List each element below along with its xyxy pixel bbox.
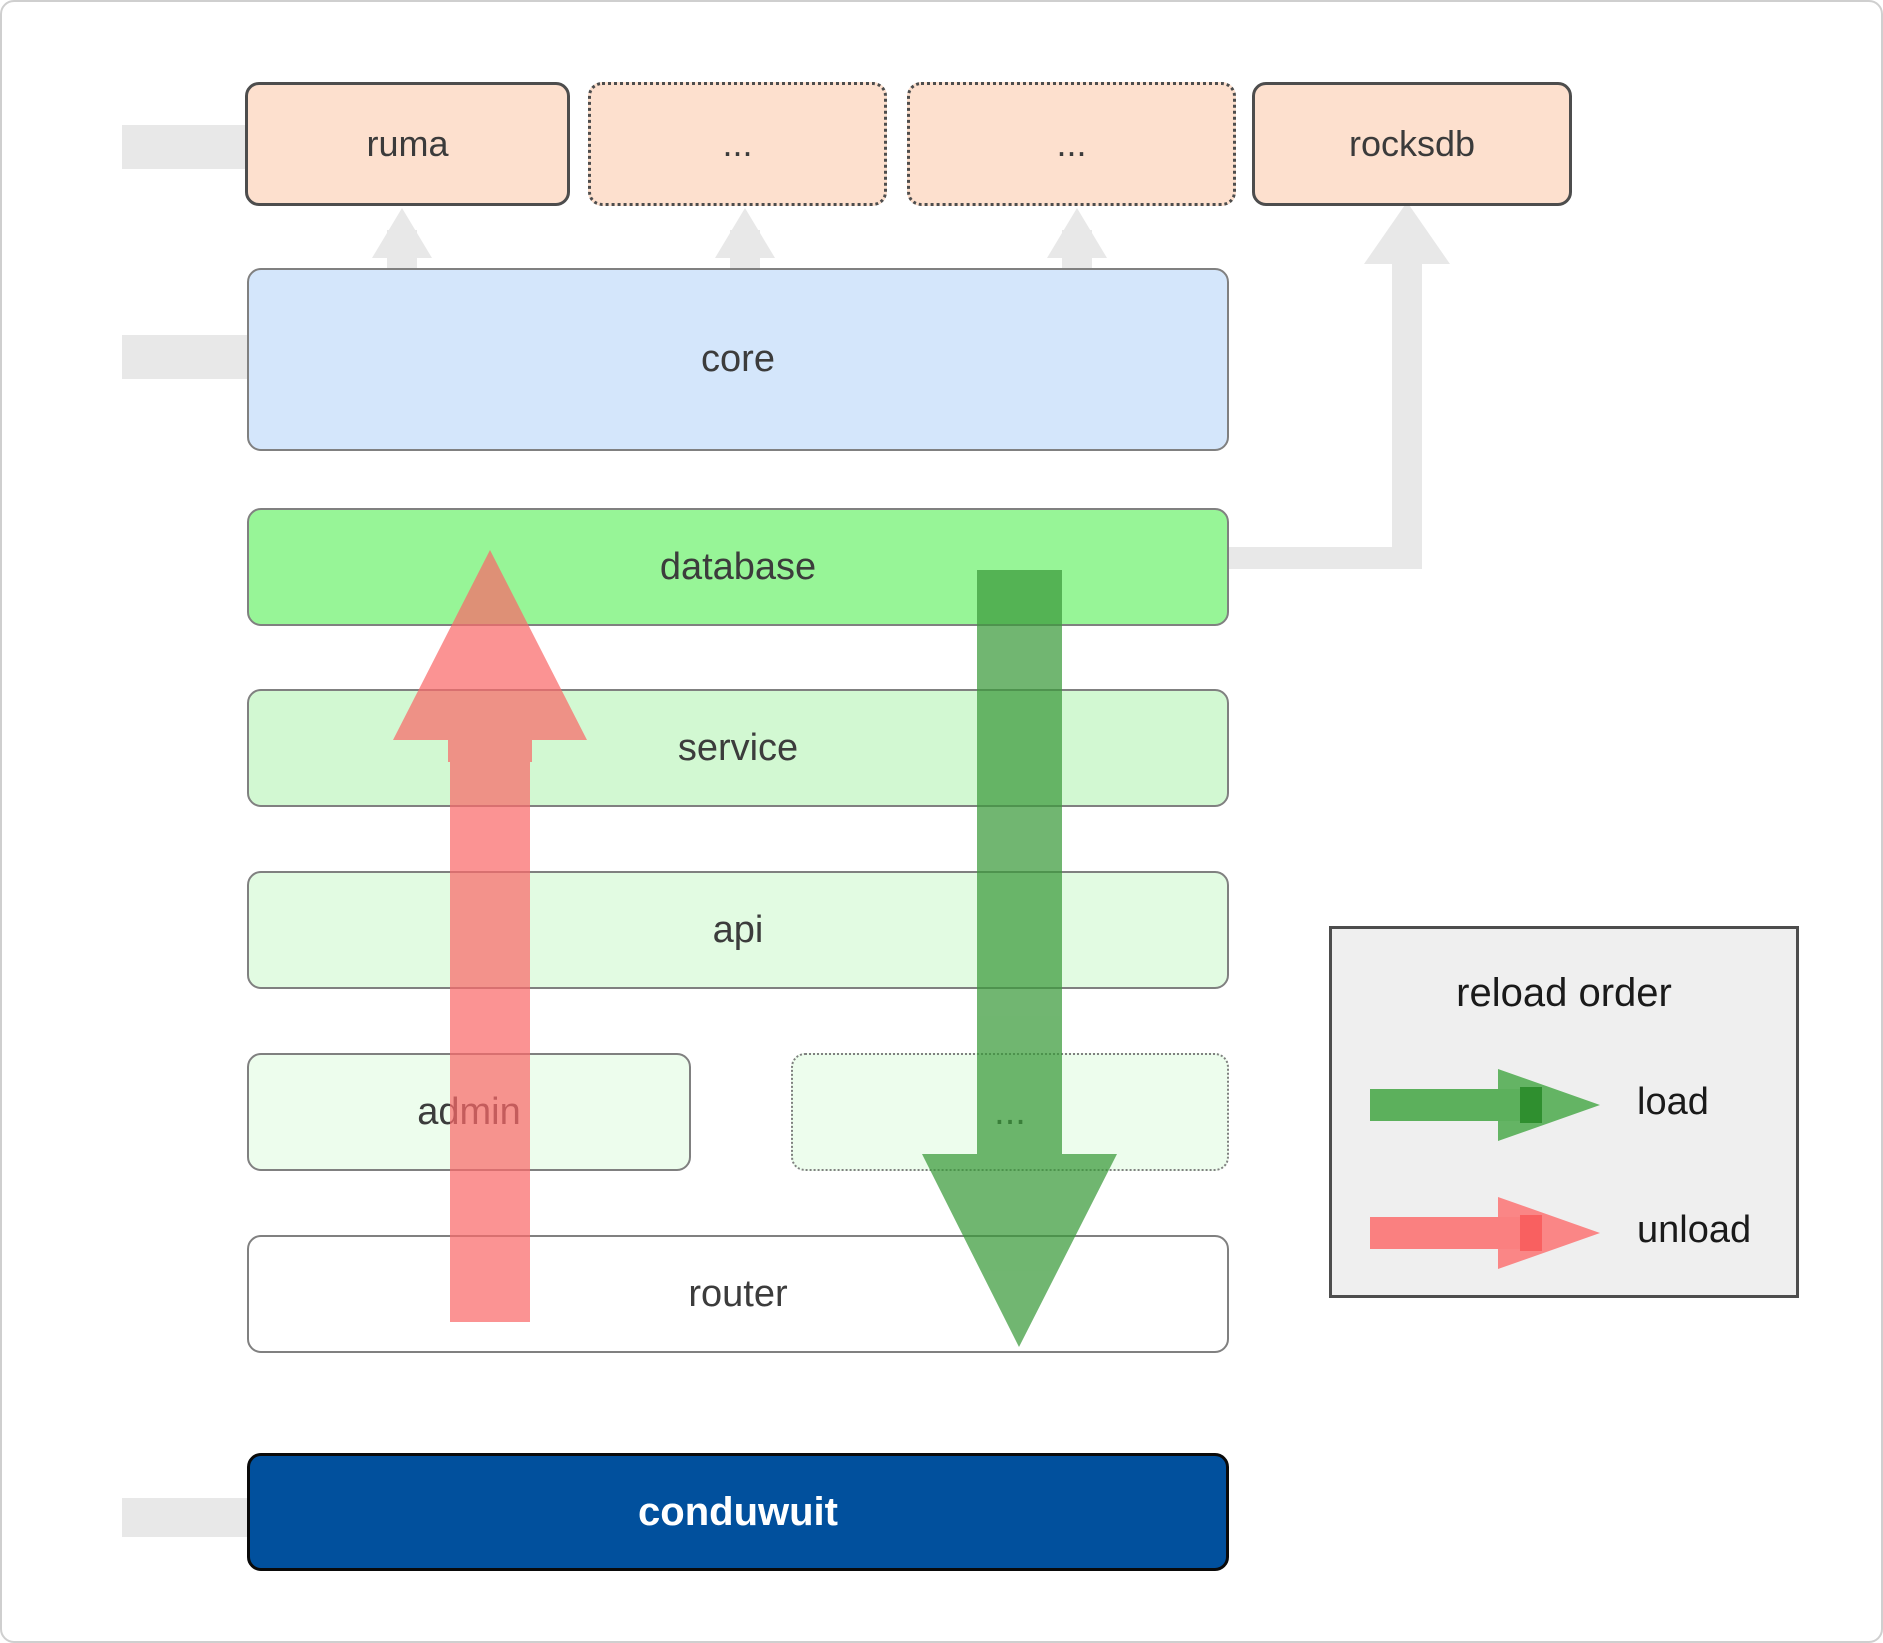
layer-label: core bbox=[701, 338, 775, 380]
dependency-node-rocksdb[interactable]: rocksdb bbox=[1252, 82, 1572, 206]
dependency-label: ruma bbox=[366, 123, 449, 164]
legend-label: unload bbox=[1637, 1209, 1752, 1251]
connector-root-rail bbox=[122, 147, 249, 1537]
layer-label: service bbox=[677, 726, 799, 769]
connector-core-to-dots2 bbox=[1047, 208, 1107, 270]
connector-database-to-rocksdb bbox=[1222, 202, 1450, 569]
dependency-label: ... bbox=[1056, 123, 1087, 164]
legend-label: load bbox=[1637, 1081, 1709, 1123]
dependency-node-ruma[interactable]: ruma bbox=[245, 82, 570, 206]
legend-row-unload: unload bbox=[1332, 1187, 1796, 1277]
layer-label: admin bbox=[417, 1090, 521, 1133]
load-arrow-icon bbox=[1370, 1069, 1600, 1141]
dependency-label: rocksdb bbox=[1348, 123, 1476, 164]
layer-label: ... bbox=[994, 1090, 1026, 1133]
legend-row-load: load bbox=[1332, 1059, 1796, 1149]
dependency-node-ellipsis-1[interactable]: ... bbox=[588, 82, 887, 206]
layer-node-core[interactable]: core bbox=[247, 268, 1229, 451]
layer-node-service[interactable]: service bbox=[247, 689, 1229, 807]
dependency-node-ellipsis-2[interactable]: ... bbox=[907, 82, 1236, 206]
layer-node-api[interactable]: api bbox=[247, 871, 1229, 989]
connector-core-to-dots1 bbox=[715, 208, 775, 270]
layer-label: conduwuit bbox=[638, 1489, 838, 1534]
layer-node-ellipsis[interactable]: ... bbox=[791, 1053, 1229, 1171]
layer-label: database bbox=[659, 545, 817, 588]
layer-node-database[interactable]: database bbox=[247, 508, 1229, 626]
dependency-label: ... bbox=[722, 123, 753, 164]
layer-node-router[interactable]: router bbox=[247, 1235, 1229, 1353]
legend-panel: reload order load unload bbox=[1329, 926, 1799, 1298]
legend-title: reload order bbox=[1456, 971, 1672, 1015]
unload-arrow-icon bbox=[1370, 1197, 1600, 1269]
connector-core-to-ruma bbox=[372, 208, 432, 270]
layer-label: api bbox=[712, 908, 764, 951]
layer-node-admin[interactable]: admin bbox=[247, 1053, 691, 1171]
layer-label: router bbox=[688, 1272, 788, 1315]
layer-node-conduwuit[interactable]: conduwuit bbox=[247, 1453, 1229, 1571]
